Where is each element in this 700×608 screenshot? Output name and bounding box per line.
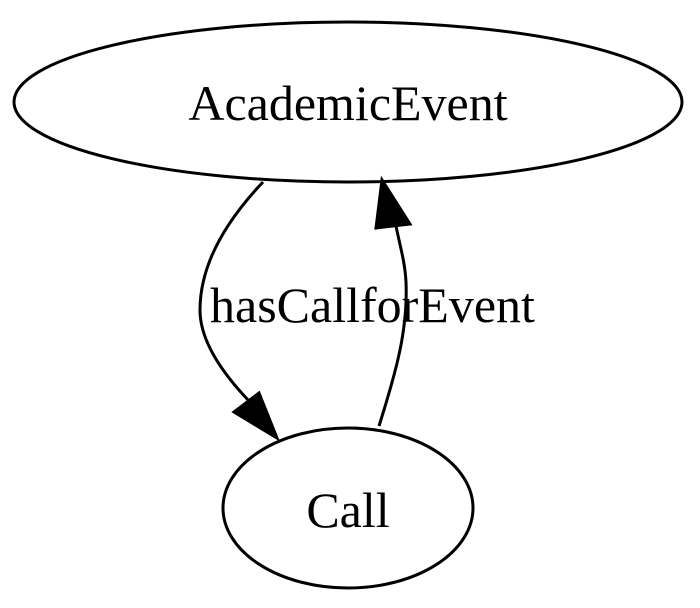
node-academic-event[interactable]: AcademicEvent <box>12 20 684 184</box>
node-call[interactable]: Call <box>221 426 475 590</box>
call-label: Call <box>306 482 389 538</box>
academic-event-ellipse <box>12 20 684 184</box>
academic-event-label: AcademicEvent <box>188 75 507 131</box>
call-ellipse <box>221 426 475 590</box>
has-call-label: hasCall <box>210 277 360 333</box>
for-event-edge-line <box>377 225 408 427</box>
for-event-label: forEvent <box>360 277 535 333</box>
has-call-arrowhead <box>231 390 281 442</box>
edge-has-call[interactable] <box>198 180 281 442</box>
edge-for-event[interactable] <box>374 175 413 427</box>
edge-labels: hasCallforEvent <box>210 277 535 333</box>
for-event-arrowhead <box>374 175 413 230</box>
has-call-edge-line <box>198 180 265 404</box>
